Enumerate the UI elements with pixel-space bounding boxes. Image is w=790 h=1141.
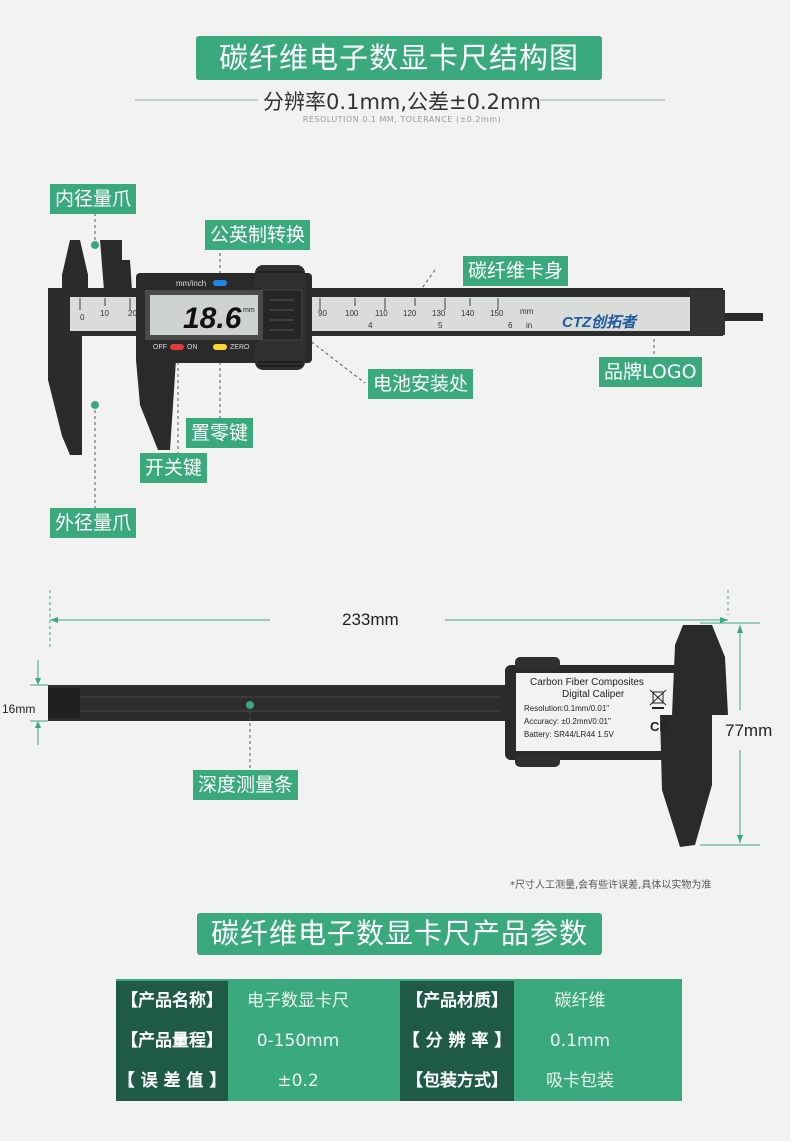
- spec-label: 【 误 差 值 】: [116, 1061, 228, 1101]
- unit-switch-button[interactable]: [213, 280, 227, 286]
- tag-battery: 电池安装处: [368, 369, 474, 399]
- caliper-back-diagram: Carbon Fiber Composites Digital Caliper …: [30, 590, 760, 847]
- spec-label: 【 分 辨 率 】: [400, 1021, 514, 1061]
- back-label-line-5: Battery: SR44/LR44 1.5V: [524, 730, 614, 739]
- page-subtitle-en: RESOLUTION 0.1 MM, TOLERANCE (±0.2mm): [302, 115, 502, 124]
- zero-label: ZERO: [230, 344, 250, 351]
- scale-mm-130: 130: [432, 309, 446, 318]
- specs-row: 【产品名称】 电子数显卡尺 【产品材质】 碳纤维: [116, 981, 682, 1021]
- header-rules: [135, 99, 665, 101]
- back-label-line-1: Carbon Fiber Composites: [530, 677, 644, 688]
- scale-mm-label: mm: [520, 307, 534, 316]
- caliper-front-diagram: 0 10 20 90 100 110 120 130 140 150 mm 4 …: [48, 213, 763, 510]
- back-label-line-3: Resolution:0.1mm/0.01": [524, 704, 609, 713]
- tag-depth-rod: 深度测量条: [193, 770, 299, 800]
- scale-in-label: in: [526, 321, 532, 330]
- spec-label: 【产品材质】: [400, 981, 514, 1021]
- lcd-value: 18.6: [183, 302, 242, 335]
- spec-value: 0.1mm: [520, 1021, 640, 1061]
- scale-mm-120: 120: [403, 309, 417, 318]
- tag-inner-jaw: 内径量爪: [50, 184, 137, 214]
- dim-length: 233mm: [342, 610, 399, 629]
- specs-row: 【产品量程】 0-150mm 【 分 辨 率 】 0.1mm: [116, 1021, 682, 1061]
- tag-zero-key: 置零键: [186, 418, 254, 448]
- zero-button[interactable]: [213, 344, 227, 350]
- tag-brand-logo: 品牌LOGO: [599, 357, 702, 387]
- tag-outer-jaw: 外径量爪: [50, 508, 137, 538]
- scale-mm-100: 100: [345, 309, 359, 318]
- back-label-line-4: Accuracy: ±0.2mm/0.01": [524, 717, 611, 726]
- spec-label: 【产品量程】: [116, 1021, 228, 1061]
- specs-row: 【 误 差 值 】 ±0.2 【包装方式】 吸卡包装: [116, 1061, 682, 1101]
- tag-body: 碳纤维卡身: [463, 256, 569, 286]
- scale-mm-140: 140: [461, 309, 475, 318]
- scale-in-4: 4: [368, 321, 373, 330]
- ce-mark: CE: [650, 719, 668, 734]
- scale-in-6: 6: [508, 321, 513, 330]
- scale-mm-110: 110: [375, 309, 388, 318]
- page-title: 碳纤维电子数显卡尺结构图: [196, 36, 602, 80]
- unit-switch-label: mm/inch: [176, 279, 206, 288]
- measurement-note: *尺寸人工测量,会有些许误差,具体以实物为准: [510, 880, 712, 891]
- scale-mm-0: 0: [80, 313, 85, 322]
- power-button[interactable]: [170, 344, 184, 350]
- on-label: ON: [187, 344, 198, 351]
- dim-thickness: 16mm: [2, 702, 36, 716]
- dim-height: 77mm: [725, 721, 773, 740]
- scale-in-5: 5: [438, 321, 443, 330]
- lcd-unit: mm: [243, 307, 255, 314]
- page-subtitle: 分辨率0.1mm,公差±0.2mm: [263, 90, 541, 114]
- scale-mm-10: 10: [100, 309, 109, 318]
- spec-label: 【产品名称】: [116, 981, 228, 1021]
- tag-unit-switch: 公英制转换: [205, 220, 311, 250]
- back-label-line-2: Digital Caliper: [562, 689, 625, 700]
- scale-mm-150: 150: [490, 309, 504, 318]
- spec-label: 【包装方式】: [400, 1061, 514, 1101]
- spec-value: 0-150mm: [234, 1021, 362, 1061]
- off-label: OFF: [153, 344, 167, 351]
- specs-table: 【产品名称】 电子数显卡尺 【产品材质】 碳纤维 【产品量程】 0-150mm …: [116, 979, 682, 1101]
- spec-value: 吸卡包装: [520, 1061, 640, 1101]
- spec-value: ±0.2: [234, 1061, 362, 1101]
- spec-value: 电子数显卡尺: [234, 981, 362, 1021]
- recycle-bin-icon: [649, 689, 667, 709]
- tag-power-key: 开关键: [140, 453, 208, 483]
- scale-mm-20: 20: [128, 309, 137, 318]
- brand-logo-text: CTZ创拓者: [562, 314, 638, 331]
- specs-title: 碳纤维电子数显卡尺产品参数: [197, 913, 602, 955]
- spec-value: 碳纤维: [520, 981, 640, 1021]
- scale-mm-90: 90: [318, 309, 327, 318]
